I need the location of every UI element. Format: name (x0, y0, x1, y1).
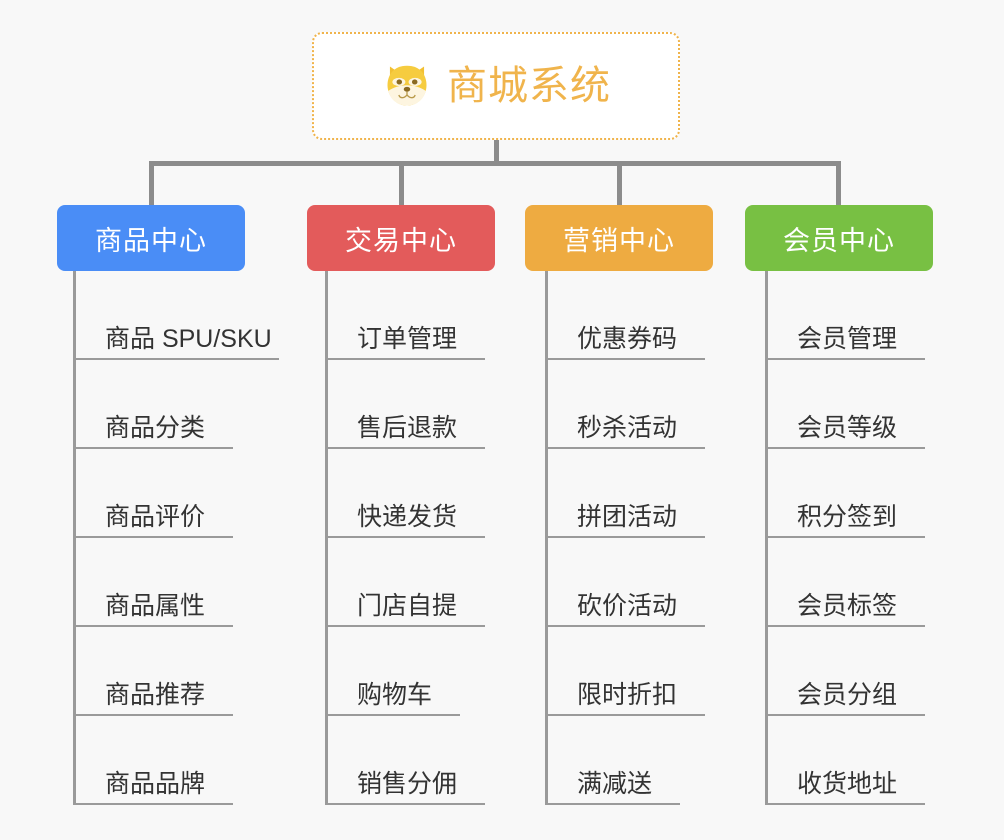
leaf-item[interactable]: 会员分组 (765, 627, 925, 716)
category-title: 会员中心 (783, 225, 895, 256)
leaf-item-label: 销售分佣 (357, 770, 458, 799)
leaf-item-label: 收货地址 (797, 770, 898, 799)
leaf-underline (325, 625, 485, 627)
leaf-item[interactable]: 会员管理 (765, 271, 925, 360)
leaf-item-label: 会员管理 (797, 325, 898, 354)
category-box-product-center[interactable]: 商品中心 (57, 205, 245, 271)
leaf-item-label: 商品评价 (105, 503, 206, 532)
leaf-underline (545, 625, 705, 627)
leaf-underline (545, 803, 680, 805)
category-title: 营销中心 (563, 225, 675, 256)
leaf-item-label: 订单管理 (357, 325, 458, 354)
category-box-trade-center[interactable]: 交易中心 (307, 205, 495, 271)
connector-drop-trade-center (399, 161, 404, 206)
leaf-underline (325, 803, 485, 805)
leaf-underline (325, 714, 460, 716)
leaf-item[interactable]: 积分签到 (765, 449, 925, 538)
leaf-underline (765, 447, 925, 449)
leaf-item[interactable]: 商品分类 (73, 360, 233, 449)
root-node[interactable]: 商城系统 (312, 32, 680, 140)
leaf-item-label: 秒杀活动 (577, 414, 678, 443)
connector-drop-member-center (836, 161, 841, 206)
leaf-underline (73, 803, 233, 805)
leaf-item[interactable]: 购物车 (325, 627, 460, 716)
leaf-underline (765, 536, 925, 538)
category-box-marketing-center[interactable]: 营销中心 (525, 205, 713, 271)
leaf-item[interactable]: 拼团活动 (545, 449, 705, 538)
leaf-item-label: 快递发货 (357, 503, 458, 532)
leaf-item-label: 商品品牌 (105, 770, 206, 799)
leaf-item-label: 会员分组 (797, 681, 898, 710)
leaf-item-label: 会员等级 (797, 414, 898, 443)
leaf-item[interactable]: 快递发货 (325, 449, 485, 538)
leaf-item[interactable]: 商品属性 (73, 538, 233, 627)
leaf-item[interactable]: 售后退款 (325, 360, 485, 449)
leaf-item-label: 售后退款 (357, 414, 458, 443)
leaf-item-label: 商品推荐 (105, 681, 206, 710)
leaf-underline (545, 447, 705, 449)
leaf-underline (73, 536, 233, 538)
leaf-item[interactable]: 秒杀活动 (545, 360, 705, 449)
leaf-underline (73, 714, 233, 716)
leaf-underline (765, 803, 925, 805)
leaf-underline (545, 714, 705, 716)
leaf-item[interactable]: 会员标签 (765, 538, 925, 627)
leaf-underline (765, 625, 925, 627)
leaf-item[interactable]: 优惠券码 (545, 271, 705, 360)
leaf-item-label: 购物车 (357, 681, 433, 710)
leaf-spine (765, 271, 768, 805)
leaf-item-label: 优惠券码 (577, 325, 678, 354)
category-title: 商品中心 (95, 225, 207, 256)
leaf-spine (325, 271, 328, 805)
connector-horizontal-bus (149, 161, 841, 166)
leaf-item[interactable]: 商品 SPU/SKU (73, 271, 279, 360)
category-title: 交易中心 (345, 225, 457, 256)
leaf-underline (765, 358, 925, 360)
leaf-item-label: 砍价活动 (577, 592, 678, 621)
leaf-item-label: 限时折扣 (577, 681, 678, 710)
leaf-item[interactable]: 限时折扣 (545, 627, 705, 716)
leaf-underline (73, 447, 233, 449)
connector-drop-marketing-center (617, 161, 622, 206)
leaf-item[interactable]: 销售分佣 (325, 716, 485, 805)
leaf-spine (73, 271, 76, 805)
leaf-item[interactable]: 砍价活动 (545, 538, 705, 627)
leaf-item-label: 会员标签 (797, 592, 898, 621)
leaf-underline (545, 358, 705, 360)
leaf-item-label: 门店自提 (357, 592, 458, 621)
leaf-item-label: 商品分类 (105, 414, 206, 443)
dog-face-icon (381, 60, 433, 112)
category-box-member-center[interactable]: 会员中心 (745, 205, 933, 271)
connector-drop-product-center (149, 161, 154, 206)
leaf-item[interactable]: 商品推荐 (73, 627, 233, 716)
connector-root-stem (494, 140, 499, 164)
leaf-item-label: 商品 SPU/SKU (105, 325, 272, 354)
root-title: 商城系统 (447, 64, 611, 108)
leaf-underline (325, 358, 485, 360)
leaf-item[interactable]: 满减送 (545, 716, 680, 805)
leaf-item-label: 拼团活动 (577, 503, 678, 532)
leaf-underline (73, 625, 233, 627)
leaf-item[interactable]: 会员等级 (765, 360, 925, 449)
leaf-item[interactable]: 商品评价 (73, 449, 233, 538)
leaf-underline (765, 714, 925, 716)
leaf-underline (325, 447, 485, 449)
leaf-underline (73, 358, 279, 360)
leaf-item[interactable]: 商品品牌 (73, 716, 233, 805)
leaf-underline (325, 536, 485, 538)
leaf-item-label: 商品属性 (105, 592, 206, 621)
leaf-item-label: 满减送 (577, 770, 653, 799)
leaf-underline (545, 536, 705, 538)
leaf-item-label: 积分签到 (797, 503, 898, 532)
leaf-item[interactable]: 订单管理 (325, 271, 485, 360)
leaf-item[interactable]: 门店自提 (325, 538, 485, 627)
leaf-item[interactable]: 收货地址 (765, 716, 925, 805)
leaf-spine (545, 271, 548, 805)
